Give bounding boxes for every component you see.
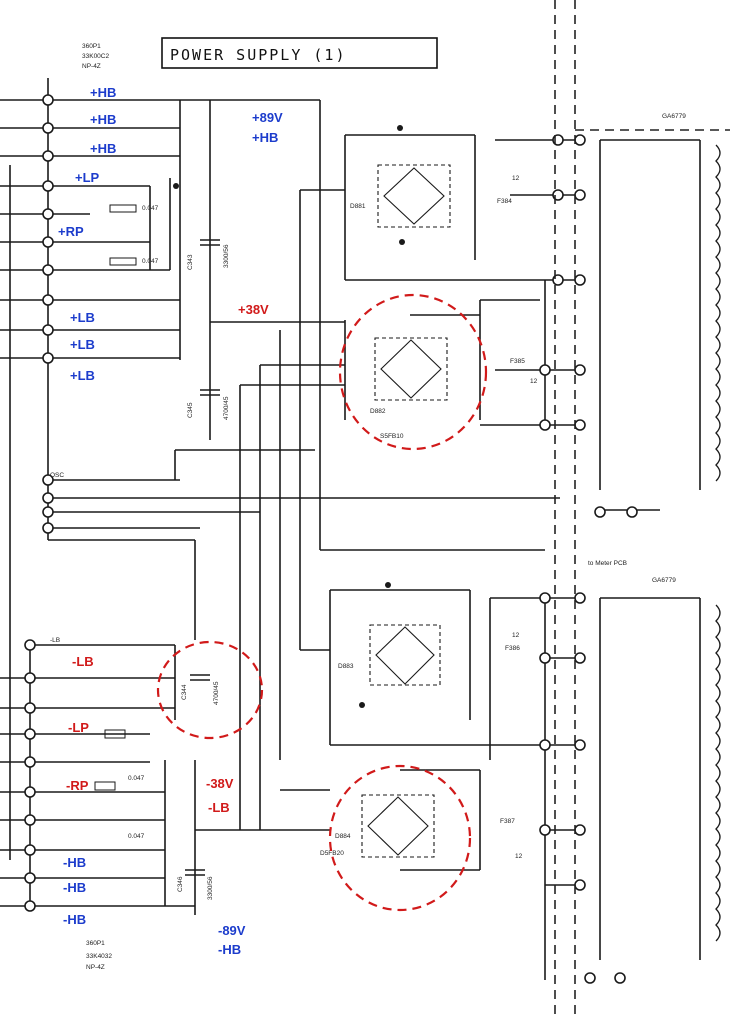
label-minus-rp: -RP [66,778,89,793]
negative-rail-labels: +38V -LB -LP -RP -38V -LB [66,302,269,815]
highlight-c344 [156,640,264,740]
label-minus-hb: -HB [63,880,86,895]
minus-lb-small: -LB [50,637,60,644]
resistor-value: 12 [530,378,538,385]
title-block: POWER SUPPLY (1) [161,37,438,69]
c344-value: 4700/45 [213,681,220,705]
capacitor-c344: C344 4700/45 [181,674,220,705]
bridge-d882: D882 S5FB10 [344,299,540,440]
connector-part: 33K00C2 [82,53,109,60]
d883-label: D883 [338,663,354,670]
page-title: POWER SUPPLY (1) [170,46,347,64]
label-plus-89v: +89V [252,110,283,125]
positive-rail-labels: +HB +HB +HB +LP +RP +LB +LB +LB +89V +HB [58,85,283,383]
osc-label: OSC [50,472,64,479]
highlight-d882 [338,293,488,451]
label-plus-38v: +38V [238,302,269,317]
capacitor-c346: C346 3300/56 [177,869,214,900]
c343-label: C343 [187,254,194,270]
label-minus-38v: -38V [206,776,234,791]
resistor-value: 12 [512,175,520,182]
d884-value: D5FB20 [320,850,344,857]
central-wiring [194,100,545,915]
capacitor-value: 0.047 [142,205,159,212]
connector-type: NP-4Z [86,964,105,971]
transformer-top: GA6779 to Meter PCB [588,113,721,567]
label-plus-hb: +HB [90,85,116,100]
d881-label: D881 [350,203,366,210]
capacitor-value: 0.047 [142,258,159,265]
negative-hb-labels: -HB -HB -HB -89V -HB [63,855,246,957]
label-minus-lb-2: -LB [208,800,230,815]
c345-value: 4700/45 [223,396,230,420]
label-minus-hb: -HB [63,912,86,927]
label-minus-lp: -LP [68,720,89,735]
resistor-value: 12 [512,632,520,639]
label-plus-lb: +LB [70,310,95,325]
bottom-left-rails: 0.047 0.047 [0,539,196,912]
c346-value: 3300/56 [207,876,214,900]
label-plus-rp: +RP [58,224,84,239]
lp-rp-components: 0.047 0.047 [109,183,179,266]
connector-top-annotation: 360P1 33K00C2 NP-4Z [82,43,109,70]
fuse-f387: F387 [500,818,515,825]
highlight-d884 [328,764,472,912]
label-plus-hb: +HB [90,112,116,127]
right-bus: F384 F385 F386 F387 12 12 12 12 [480,134,586,980]
connector-bottom-annotation: 360P1 33K4032 NP-4Z [86,940,112,971]
label-minus-hb: -HB [63,855,86,870]
c346-label: C346 [177,876,184,892]
label-plus-lb: +LB [70,368,95,383]
label-minus-89v: -89V [218,923,246,938]
label-minus-lb: -LB [72,654,94,669]
fuse-f385: F385 [510,358,525,365]
bridge-d883: D883 [330,582,545,746]
capacitor-c343: C343 3300/56 [187,239,230,270]
capacitor-c345: C345 4700/45 [187,389,230,420]
label-plus-hb-top: +HB [252,130,278,145]
connector-id: 360P1 [86,940,105,947]
c345-label: C345 [187,402,194,418]
board-boundaries [554,0,730,1018]
label-plus-hb: +HB [90,141,116,156]
small-node-labels: OSC -LB [50,472,64,644]
bridge-d884: D884 D5FB20 [320,769,481,871]
label-minus-hb-bottom: -HB [218,942,241,957]
bridge-d881: D881 [344,125,580,281]
fuse-f386: F386 [505,645,520,652]
connector-id: 360P1 [82,43,101,50]
d882-label: D882 [370,408,386,415]
d884-label: D884 [335,833,351,840]
connector-type: NP-4Z [82,63,101,70]
ga-top-label: GA6779 [662,113,686,120]
top-left-nodes [42,94,54,534]
capacitor-value: 0.047 [128,775,145,782]
capacitor-value: 0.047 [128,833,145,840]
label-plus-lp: +LP [75,170,100,185]
fuse-f384: F384 [497,198,512,205]
ga-mid-label: GA6779 [652,577,676,584]
c343-value: 3300/56 [223,244,230,268]
resistor-value: 12 [515,853,523,860]
transformer-bottom: GA6779 [584,577,721,984]
meter-pcb-label: to Meter PCB [588,560,627,567]
top-rails [0,99,560,529]
highlight-circles [156,293,488,912]
c344-label: C344 [181,684,188,700]
d882-value: S5FB10 [380,433,404,440]
connector-part: 33K4032 [86,953,112,960]
label-plus-lb: +LB [70,337,95,352]
